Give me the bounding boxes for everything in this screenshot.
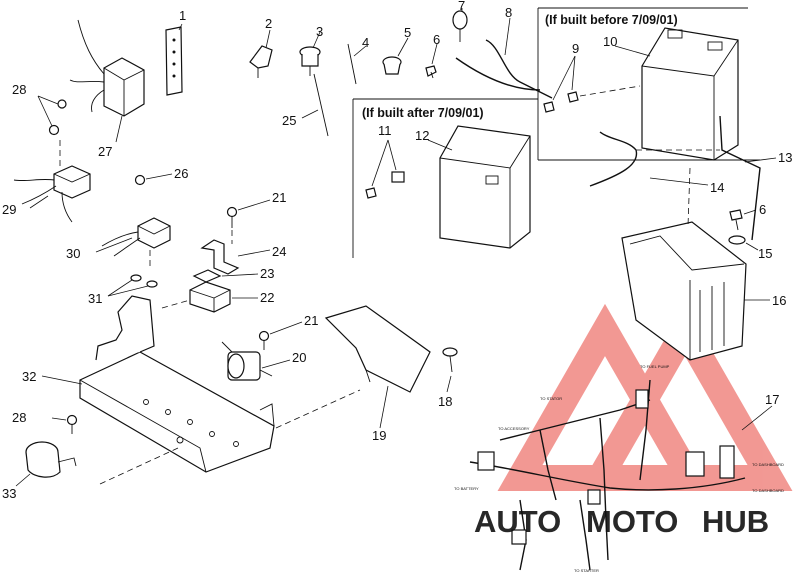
callout-26: 26 [174, 166, 188, 181]
part-2-clip [249, 29, 273, 78]
part-16-battery-box [621, 221, 770, 361]
callout-10: 10 [603, 34, 617, 49]
callout-7: 7 [458, 0, 465, 13]
part-12-battery-after [427, 125, 531, 249]
callout-33: 33 [2, 486, 16, 501]
watermark-word-auto: AUTO [474, 504, 561, 539]
callout-27: 27 [98, 144, 112, 159]
callout-32: 32 [22, 369, 36, 384]
part-21-screw-top [226, 199, 271, 228]
callout-16: 16 [772, 293, 786, 308]
part-28-screw-bottom [51, 414, 78, 434]
callout-22: 22 [260, 290, 274, 305]
part-28-screws-top [37, 95, 67, 136]
callout-11: 11 [378, 123, 392, 138]
assembly-lines [59, 85, 720, 485]
part-27-control-module [69, 19, 145, 143]
svg-text:TO DASHBOARD: TO DASHBOARD [752, 488, 784, 493]
callout-12: 12 [415, 128, 429, 143]
callout-21-mid: 21 [304, 313, 318, 328]
callout-23: 23 [260, 266, 274, 281]
watermark-wordmark: AUTO MOTO HUB [474, 504, 769, 539]
svg-text:TO STATOR: TO STATOR [540, 396, 562, 401]
part-18-bolt [442, 347, 458, 393]
part-32-mounting-bracket [41, 295, 275, 473]
callout-6-right: 6 [759, 202, 766, 217]
part-29-relay [13, 165, 91, 223]
callout-24: 24 [272, 244, 286, 259]
part-11-bolt-nut [365, 139, 405, 199]
part-6-bolt-right [729, 209, 757, 231]
part-3-cable-clamp [299, 31, 321, 76]
part-1-terminal-strip [165, 23, 183, 96]
part-26-screw [134, 173, 173, 186]
callout-28-bottom: 28 [12, 410, 26, 425]
part-31-washers [107, 274, 158, 297]
part-5-clamp [382, 37, 409, 75]
part-30-relay [95, 217, 171, 257]
after-box-title: (If built after 7/09/01) [362, 106, 484, 120]
callout-30: 30 [66, 246, 80, 261]
part-7-fuse [452, 8, 468, 42]
callout-29: 29 [2, 202, 16, 217]
svg-text:TO FUEL PUMP: TO FUEL PUMP [640, 364, 670, 369]
callout-18: 18 [438, 394, 452, 409]
callout-labels: 1 2 3 4 5 6 7 8 9 10 11 12 13 14 6 15 16… [2, 0, 792, 501]
part-22-module [189, 281, 258, 313]
part-6-bolt-top [425, 43, 438, 79]
part-24-bracket [200, 239, 271, 275]
part-9-bolts [543, 55, 579, 113]
part-21-screw-mid [258, 321, 303, 350]
callout-9: 9 [572, 41, 579, 56]
svg-text:TO BATTERY: TO BATTERY [454, 486, 479, 491]
part-19-cover-plate [324, 305, 431, 429]
callout-13: 13 [778, 150, 792, 165]
callout-1: 1 [179, 8, 186, 23]
callout-4: 4 [362, 35, 369, 50]
callout-25: 25 [282, 113, 296, 128]
callout-14: 14 [710, 180, 724, 195]
callout-15: 15 [758, 246, 772, 261]
callout-31: 31 [88, 291, 102, 306]
callout-8: 8 [505, 5, 512, 20]
part-10-battery-before [614, 27, 739, 161]
part-13-strap [719, 115, 777, 241]
part-20-solenoid [221, 341, 291, 381]
part-17-wiring-harness: TO ACCESSORY TO STATOR TO FUEL PUMP TO D… [454, 364, 784, 573]
watermark-word-moto: MOTO [586, 504, 678, 539]
svg-text:TO DASHBOARD: TO DASHBOARD [752, 462, 784, 467]
svg-text:TO ACCESSORY: TO ACCESSORY [498, 426, 530, 431]
callout-3: 3 [316, 24, 323, 39]
callout-19: 19 [372, 428, 386, 443]
before-box-title: (If built before 7/09/01) [545, 13, 678, 27]
part-33-capacitor [15, 441, 77, 487]
after-variant-box: (If built after 7/09/01) [352, 98, 538, 258]
callout-17: 17 [765, 392, 779, 407]
part-8-battery-cable [455, 17, 553, 99]
callout-5: 5 [404, 25, 411, 40]
svg-text:TO STARTER: TO STARTER [574, 568, 599, 573]
callout-21-top: 21 [272, 190, 286, 205]
callout-2: 2 [265, 16, 272, 31]
part-15-washer [728, 235, 759, 251]
part-25-long-bolt [301, 73, 329, 137]
watermark-word-hub: HUB [702, 504, 769, 539]
callout-6-top: 6 [433, 32, 440, 47]
part-4-hold-down-rod [347, 43, 367, 85]
callout-20: 20 [292, 350, 306, 365]
part-23-pad [192, 269, 259, 283]
callout-28-top: 28 [12, 82, 26, 97]
